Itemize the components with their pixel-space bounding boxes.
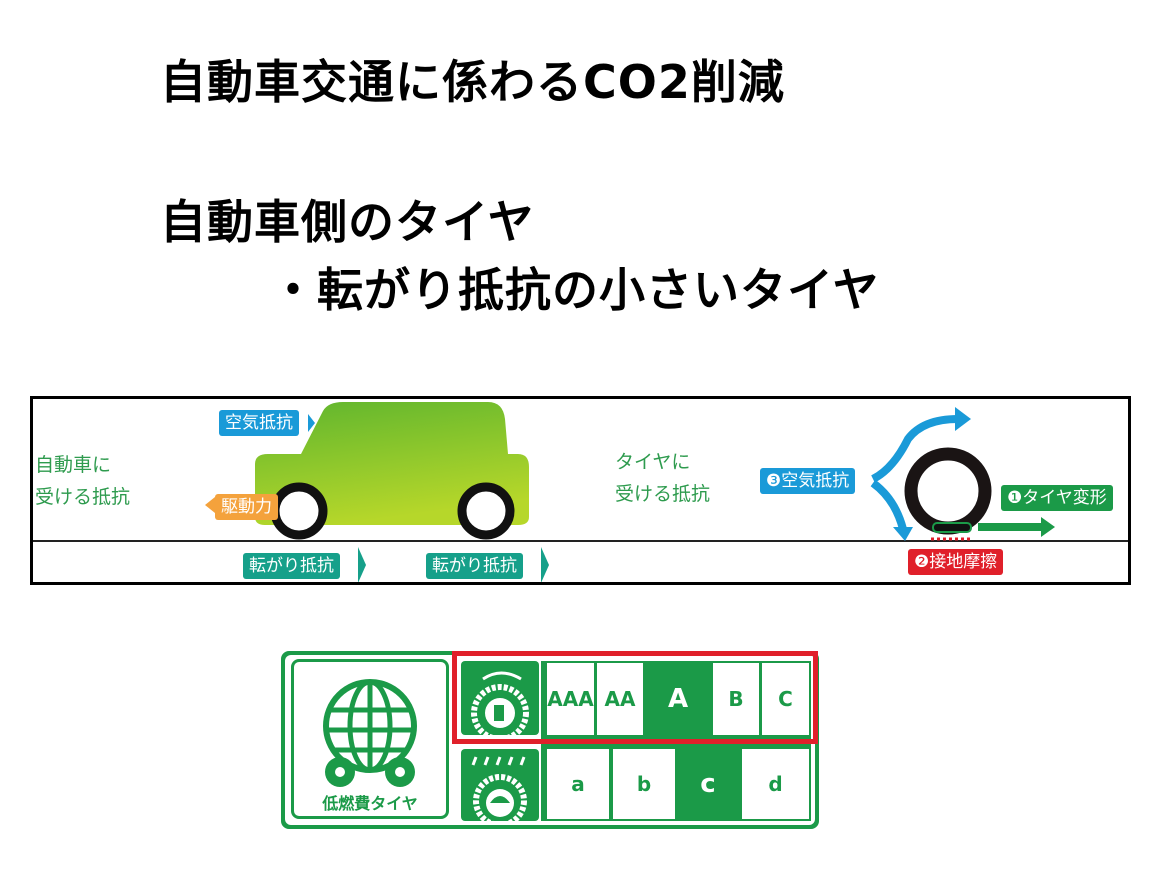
driving-force-arrow: 駆動力: [215, 494, 278, 520]
wheel-icon: [457, 482, 515, 540]
rolling-resistance-arrow-front: 転がり抵抗: [243, 553, 340, 579]
car-body-icon: [255, 402, 529, 525]
resistance-diagram: 自動車に受ける抵抗 空気抵抗 駆動力 転がり抵抗 転がり抵抗 タイヤに受ける抵抗…: [30, 396, 1131, 585]
heading-line: 受ける抵抗: [35, 486, 131, 508]
heading-line: 受ける抵抗: [615, 483, 711, 505]
tire-resistance-heading: タイヤに受ける抵抗: [615, 446, 710, 510]
wet-grade-d: d: [742, 749, 809, 819]
wet-grip-icon: [461, 749, 539, 828]
rolling-grade-AA: AA: [597, 663, 643, 735]
rolling-grade-A-selected: A: [645, 663, 711, 735]
wet-grade-b: b: [613, 749, 675, 819]
label-name: 低燃費タイヤ: [322, 794, 418, 813]
highlight-box: [452, 651, 818, 744]
tire-deformation-label: ❶タイヤ変形: [1001, 485, 1113, 511]
wet-grade-c-selected: c: [677, 749, 739, 819]
fuel-efficient-tire-label: 低燃費タイヤ AAA AA A B C a b c d: [281, 651, 819, 829]
tire-air-resistance-label: ❸空気抵抗: [760, 468, 856, 494]
heading-line: タイヤに: [615, 451, 691, 473]
label-logo-panel: 低燃費タイヤ: [291, 659, 449, 819]
heading-line: 自動車に: [35, 454, 112, 476]
rolling-resistance-icon: [461, 661, 539, 742]
tire-icon: [904, 447, 992, 535]
ground-friction-label: ❷接地摩擦: [908, 549, 1004, 575]
rolling-grade-B: B: [713, 663, 759, 735]
rolling-grade-C: C: [762, 663, 809, 735]
diagram-graphics: [33, 402, 1128, 582]
car-resistance-heading: 自動車に受ける抵抗: [35, 449, 130, 513]
rolling-resistance-arrow-rear: 転がり抵抗: [426, 553, 523, 579]
wheel-icon: [270, 482, 328, 540]
bullet-item: ・転がり抵抗の小さいタイヤ: [270, 263, 880, 317]
air-resistance-arrow: 空気抵抗: [219, 410, 299, 436]
globe-tire-logo-icon: [323, 679, 417, 787]
wet-grade-a: a: [547, 749, 609, 819]
subtitle: 自動車側のタイヤ: [160, 195, 535, 249]
slide-title: 自動車交通に係わるCO2削減: [160, 55, 785, 109]
rolling-grade-AAA: AAA: [547, 663, 594, 735]
